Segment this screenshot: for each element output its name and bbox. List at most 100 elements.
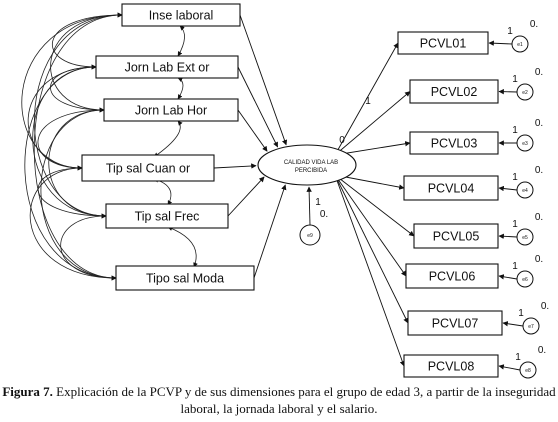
indicator-box-6: [405, 263, 499, 289]
latent-label-line1: CALIDAD VIDA LAB: [284, 160, 338, 166]
path-error-5: [498, 233, 518, 239]
predictor-label-1: Inse laboral: [149, 9, 214, 23]
error-loading-2: 1: [512, 74, 518, 85]
path-predictor-6: [253, 184, 287, 279]
indicator-label-8: PCVL08: [428, 360, 475, 374]
first-loading-label: 1: [365, 96, 371, 107]
regression-paths: [213, 14, 524, 371]
error-variance-2: 0.: [535, 67, 543, 78]
error-variance-1: 0.: [530, 19, 538, 30]
caption-text: Explicación de la PCVP y de sus dimensio…: [56, 384, 556, 416]
covariance-arc-11: [40, 107, 117, 281]
error-loading-7: 1: [518, 308, 524, 319]
predictor-label-3: Jorn Lab Hor: [135, 104, 207, 118]
residual-circle: [299, 224, 321, 246]
error-label-1: e1: [517, 42, 523, 48]
error-loading-4: 1: [512, 172, 518, 183]
predictor-box-3: [103, 98, 239, 122]
predictor-box-4: [81, 154, 215, 182]
path-residual: [306, 186, 312, 226]
predictor-box-5: [105, 203, 229, 229]
error-circle-2: [516, 83, 534, 101]
residual-label: e9: [307, 233, 313, 239]
covariance-arc-8: [24, 64, 117, 281]
caption-prefix: Figura 7.: [2, 384, 53, 399]
path-predictor-4: [213, 163, 257, 169]
covariance-arc-inner-2: [153, 120, 183, 158]
predictor-box-6: [115, 265, 255, 291]
path-indicator-1: [334, 42, 399, 156]
path-error-2: [498, 88, 518, 95]
error-variance-6: 0.: [535, 254, 543, 265]
predictor-box-2: [95, 55, 239, 79]
predictor-box-1: [121, 3, 241, 27]
indicator-box-2: [409, 79, 499, 104]
error-variance-8: 0.: [538, 345, 546, 356]
path-indicator-6: [334, 174, 407, 277]
covariance-arc-13: [29, 165, 117, 281]
residual-loading: 1: [315, 197, 321, 208]
residual-variance: 0.: [320, 209, 328, 220]
path-error-8: [498, 364, 521, 371]
error-variance-3: 0.: [535, 118, 543, 129]
indicator-box-4: [403, 175, 499, 201]
path-predictor-2: [237, 66, 279, 148]
path-indicator-2: [334, 91, 411, 156]
path-predictor-1: [239, 14, 288, 146]
indicator-label-2: PCVL02: [431, 85, 478, 99]
error-circle-5: [516, 228, 534, 246]
covariance-arc-6: [27, 64, 97, 171]
figure-caption: Figura 7. Explicación de la PCVP y de su…: [0, 383, 558, 417]
path-indicator-8: [334, 174, 405, 367]
indicator-box-3: [409, 131, 499, 155]
error-variance-4: 0.: [535, 165, 543, 176]
error-loading-1: 1: [507, 26, 513, 37]
error-label-8: e8: [525, 368, 531, 374]
indicator-label-7: PCVL07: [432, 317, 479, 331]
predictor-label-2: Jorn Lab Ext or: [125, 61, 210, 75]
covariance-arc-3: [33, 12, 123, 219]
covariance-arc-2: [21, 12, 123, 171]
indicator-box-8: [403, 354, 499, 378]
path-predictor-5: [227, 176, 265, 217]
latent-label-line2: PERCIBIDA: [295, 168, 327, 174]
indicator-label-4: PCVL04: [428, 182, 475, 196]
predictor-label-5: Tip sal Frec: [135, 210, 200, 224]
covariance-arc-inner-4: [167, 226, 198, 268]
error-loading-8: 1: [515, 352, 521, 363]
covariance-arc-inner-1: [177, 77, 184, 100]
indicator-box-1: [397, 31, 489, 55]
covariance-arc-14: [60, 213, 117, 281]
error-variance-7: 0.: [541, 301, 549, 312]
error-label-4: e4: [522, 188, 528, 194]
path-error-6: [498, 274, 518, 280]
covariance-arc-inner-3: [153, 177, 173, 206]
predictor-label-6: Tipo sal Moda: [146, 272, 224, 286]
path-indicator-5: [334, 174, 415, 237]
error-circle-3: [516, 134, 534, 152]
path-error-4: [498, 185, 518, 192]
covariance-arc-4: [33, 12, 123, 281]
predictor-label-4: Tip sal Cuan or: [106, 162, 190, 176]
covariance-arcs: [21, 12, 198, 281]
error-circle-7: [522, 317, 540, 335]
indicator-label-5: PCVL05: [433, 230, 480, 244]
indicator-label-3: PCVL03: [431, 137, 478, 151]
latent-variance: 0: [339, 135, 345, 146]
path-indicator-3: [334, 141, 411, 156]
error-variance-5: 0.: [535, 212, 543, 223]
error-loading-6: 1: [512, 261, 518, 272]
error-label-6: e6: [522, 277, 528, 283]
error-circle-1: [511, 35, 529, 53]
error-label-7: e7: [528, 324, 534, 330]
error-circle-4: [516, 181, 534, 199]
covariance-arc-7: [32, 64, 107, 219]
path-predictor-3: [237, 109, 268, 152]
indicator-label-6: PCVL06: [429, 270, 476, 284]
covariance-arc-9: [37, 107, 105, 171]
error-circle-8: [519, 361, 537, 379]
indicator-box-7: [407, 310, 503, 336]
path-error-7: [502, 321, 524, 327]
